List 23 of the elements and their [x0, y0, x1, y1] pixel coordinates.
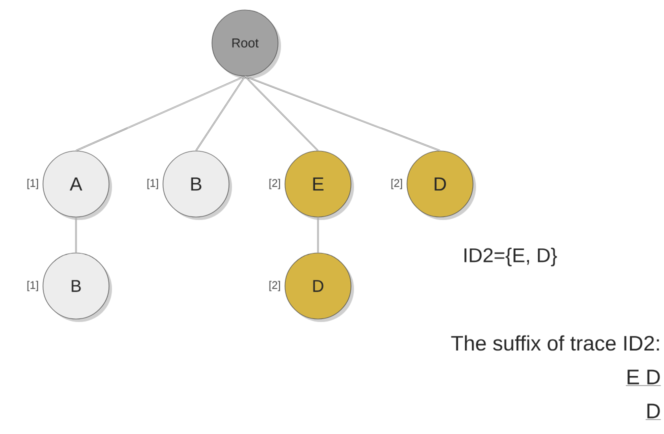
tree-edge — [244, 76, 440, 152]
tree-node: B — [42, 252, 112, 322]
tree-node: Root — [212, 10, 281, 79]
count-label: [2] — [391, 178, 402, 190]
tree-node: D — [284, 252, 354, 322]
note-text: E D — [626, 370, 661, 386]
count-label: [1] — [27, 280, 38, 292]
tree-node: B — [162, 150, 232, 220]
tree-edge — [244, 76, 318, 152]
count-label: [2] — [269, 178, 280, 190]
tree-edge — [317, 216, 319, 253]
note-text: D — [646, 404, 661, 420]
tree-edge — [76, 76, 246, 152]
tree-edge — [75, 216, 77, 253]
tree-node: A — [42, 150, 112, 220]
count-label: [1] — [27, 178, 38, 190]
count-label: [2] — [269, 280, 280, 292]
note-text: ID2={E, D} — [464, 248, 557, 266]
tree-edge — [195, 76, 246, 152]
tree-node: D — [406, 150, 476, 220]
count-label: [1] — [147, 178, 158, 190]
note-text: The suffix of trace ID2: — [451, 335, 659, 351]
tree-node: E — [284, 150, 354, 220]
